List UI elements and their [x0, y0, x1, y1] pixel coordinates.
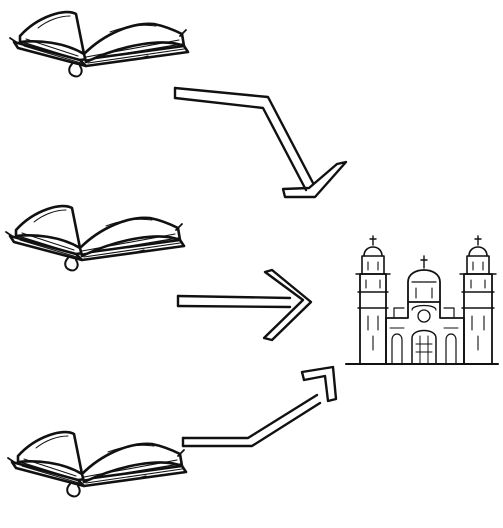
arrow-1-icon — [175, 88, 346, 197]
source-book-3-icon — [8, 432, 186, 496]
arrow-3-icon — [183, 367, 336, 446]
cathedral-icon — [346, 236, 498, 364]
source-book-2-icon — [6, 206, 184, 270]
arrow-2-icon — [178, 270, 311, 340]
source-book-1-icon — [10, 12, 188, 76]
